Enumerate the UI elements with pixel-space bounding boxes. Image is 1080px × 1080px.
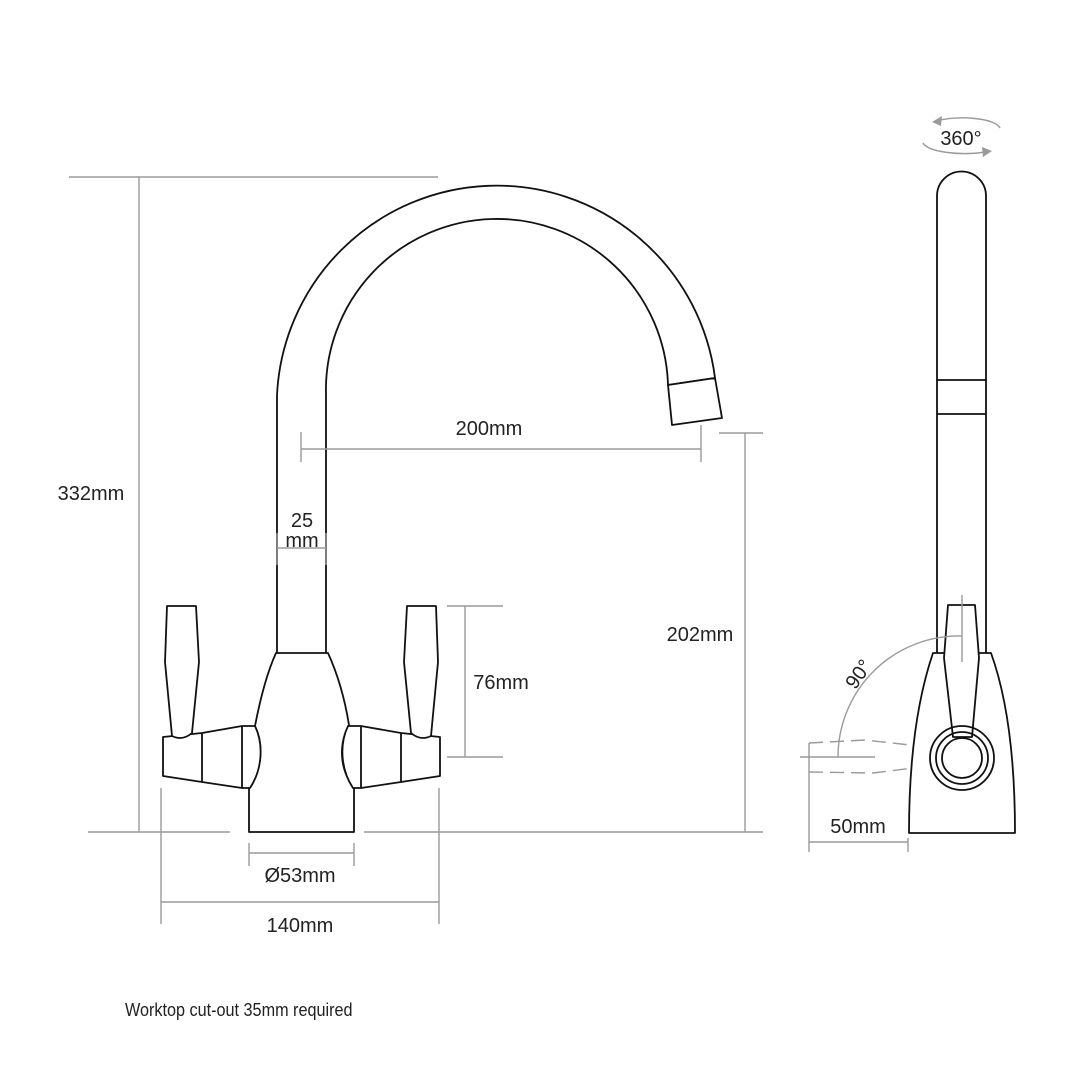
spout-clearance-label: 202mm [667, 624, 734, 646]
spout-nozzle [667, 377, 723, 426]
left-lever [164, 605, 200, 739]
front-dimensions: 332mm 200mm 25 mm 76mm 202mm Ø53mm 140mm [58, 176, 763, 937]
overall-width-label: 140mm [267, 915, 334, 937]
lever-pivot-ring [929, 725, 995, 791]
lever-height-label: 76mm [473, 672, 529, 694]
side-view-tap [800, 170, 1016, 834]
side-lever [943, 604, 980, 738]
reach-label: 200mm [456, 418, 523, 440]
front-view-tap [162, 184, 723, 833]
spout-diameter-label-bottom: mm [285, 530, 318, 552]
spout-diameter-label-top: 25 [291, 510, 313, 532]
side-depth-label: 50mm [830, 816, 886, 838]
right-handle [341, 605, 441, 789]
spout-rotation-label: 360° [940, 128, 981, 150]
rotation-arc [837, 635, 963, 758]
base-diameter-label: Ø53mm [264, 865, 335, 887]
lever-rotation-label: 90° [841, 656, 876, 693]
left-handle [162, 605, 262, 789]
worktop-cutout-note: Worktop cut-out 35mm required [125, 1000, 353, 1020]
body [248, 652, 355, 833]
right-lever [403, 605, 439, 739]
height-total-label: 332mm [58, 483, 125, 505]
swivel-arrows-icon [922, 116, 1001, 157]
